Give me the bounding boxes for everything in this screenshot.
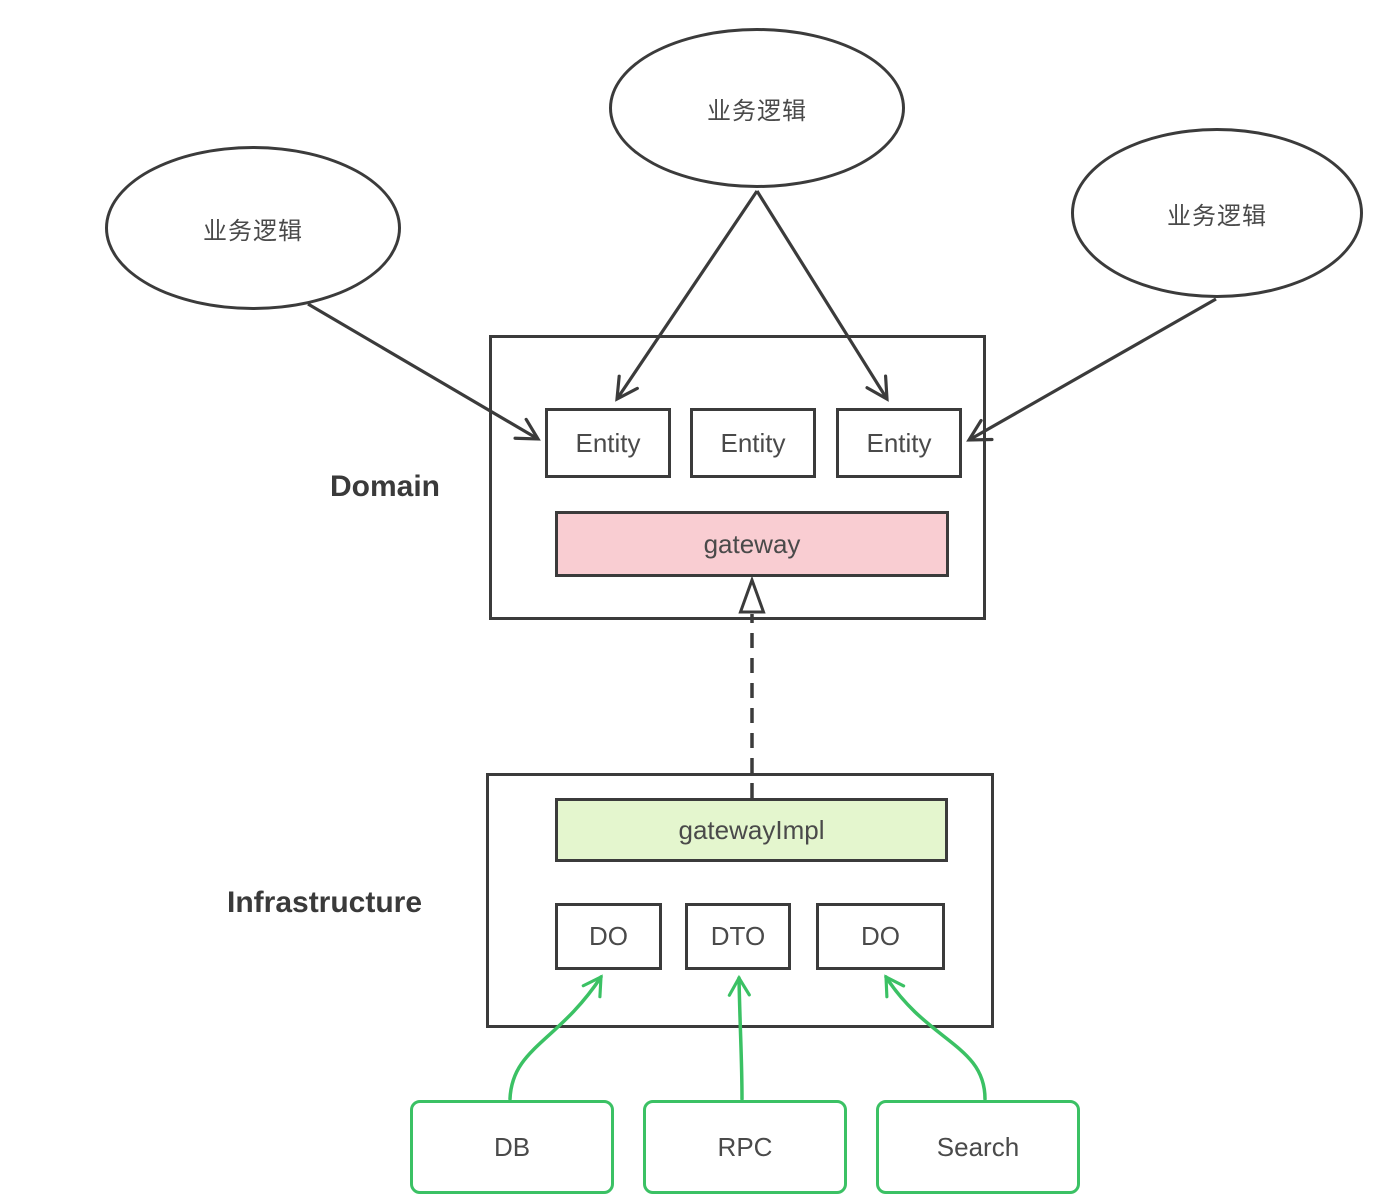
entity-box-3: Entity	[836, 408, 962, 478]
gateway-impl-label: gatewayImpl	[678, 814, 825, 845]
entity-box-1: Entity	[545, 408, 671, 478]
ellipse-label: 业务逻辑	[707, 97, 807, 125]
dto-label: DTO	[710, 921, 766, 951]
db-box: DB	[410, 1100, 614, 1194]
do-box-1: DO	[555, 903, 662, 970]
gateway-impl-box: gatewayImpl	[555, 798, 948, 862]
db-label: DB	[493, 1131, 531, 1162]
do-label: DO	[589, 921, 628, 951]
ellipse-label: 业务逻辑	[203, 217, 303, 245]
entity-box-2: Entity	[690, 408, 816, 478]
infrastructure-label: Infrastructure	[227, 886, 423, 919]
gateway-label: gateway	[703, 528, 801, 559]
search-label: Search	[936, 1131, 1020, 1162]
domain-label: Domain	[330, 470, 441, 503]
entity-label: Entity	[866, 427, 932, 458]
entity-label: Entity	[575, 427, 641, 458]
rpc-label: RPC	[717, 1131, 773, 1162]
business-logic-ellipse-right: 业务逻辑	[1071, 128, 1363, 298]
dto-box: DTO	[685, 903, 791, 970]
entity-label: Entity	[720, 427, 786, 458]
do-label: DO	[861, 921, 900, 951]
gateway-box: gateway	[555, 511, 949, 577]
arrow-rightlogic-to-entity3	[966, 297, 1217, 442]
business-logic-ellipse-left: 业务逻辑	[105, 146, 401, 310]
do-box-2: DO	[816, 903, 945, 970]
business-logic-ellipse-top: 业务逻辑	[609, 28, 905, 188]
ellipse-label: 业务逻辑	[1167, 202, 1267, 230]
rpc-box: RPC	[643, 1100, 847, 1194]
search-box: Search	[876, 1100, 1080, 1194]
